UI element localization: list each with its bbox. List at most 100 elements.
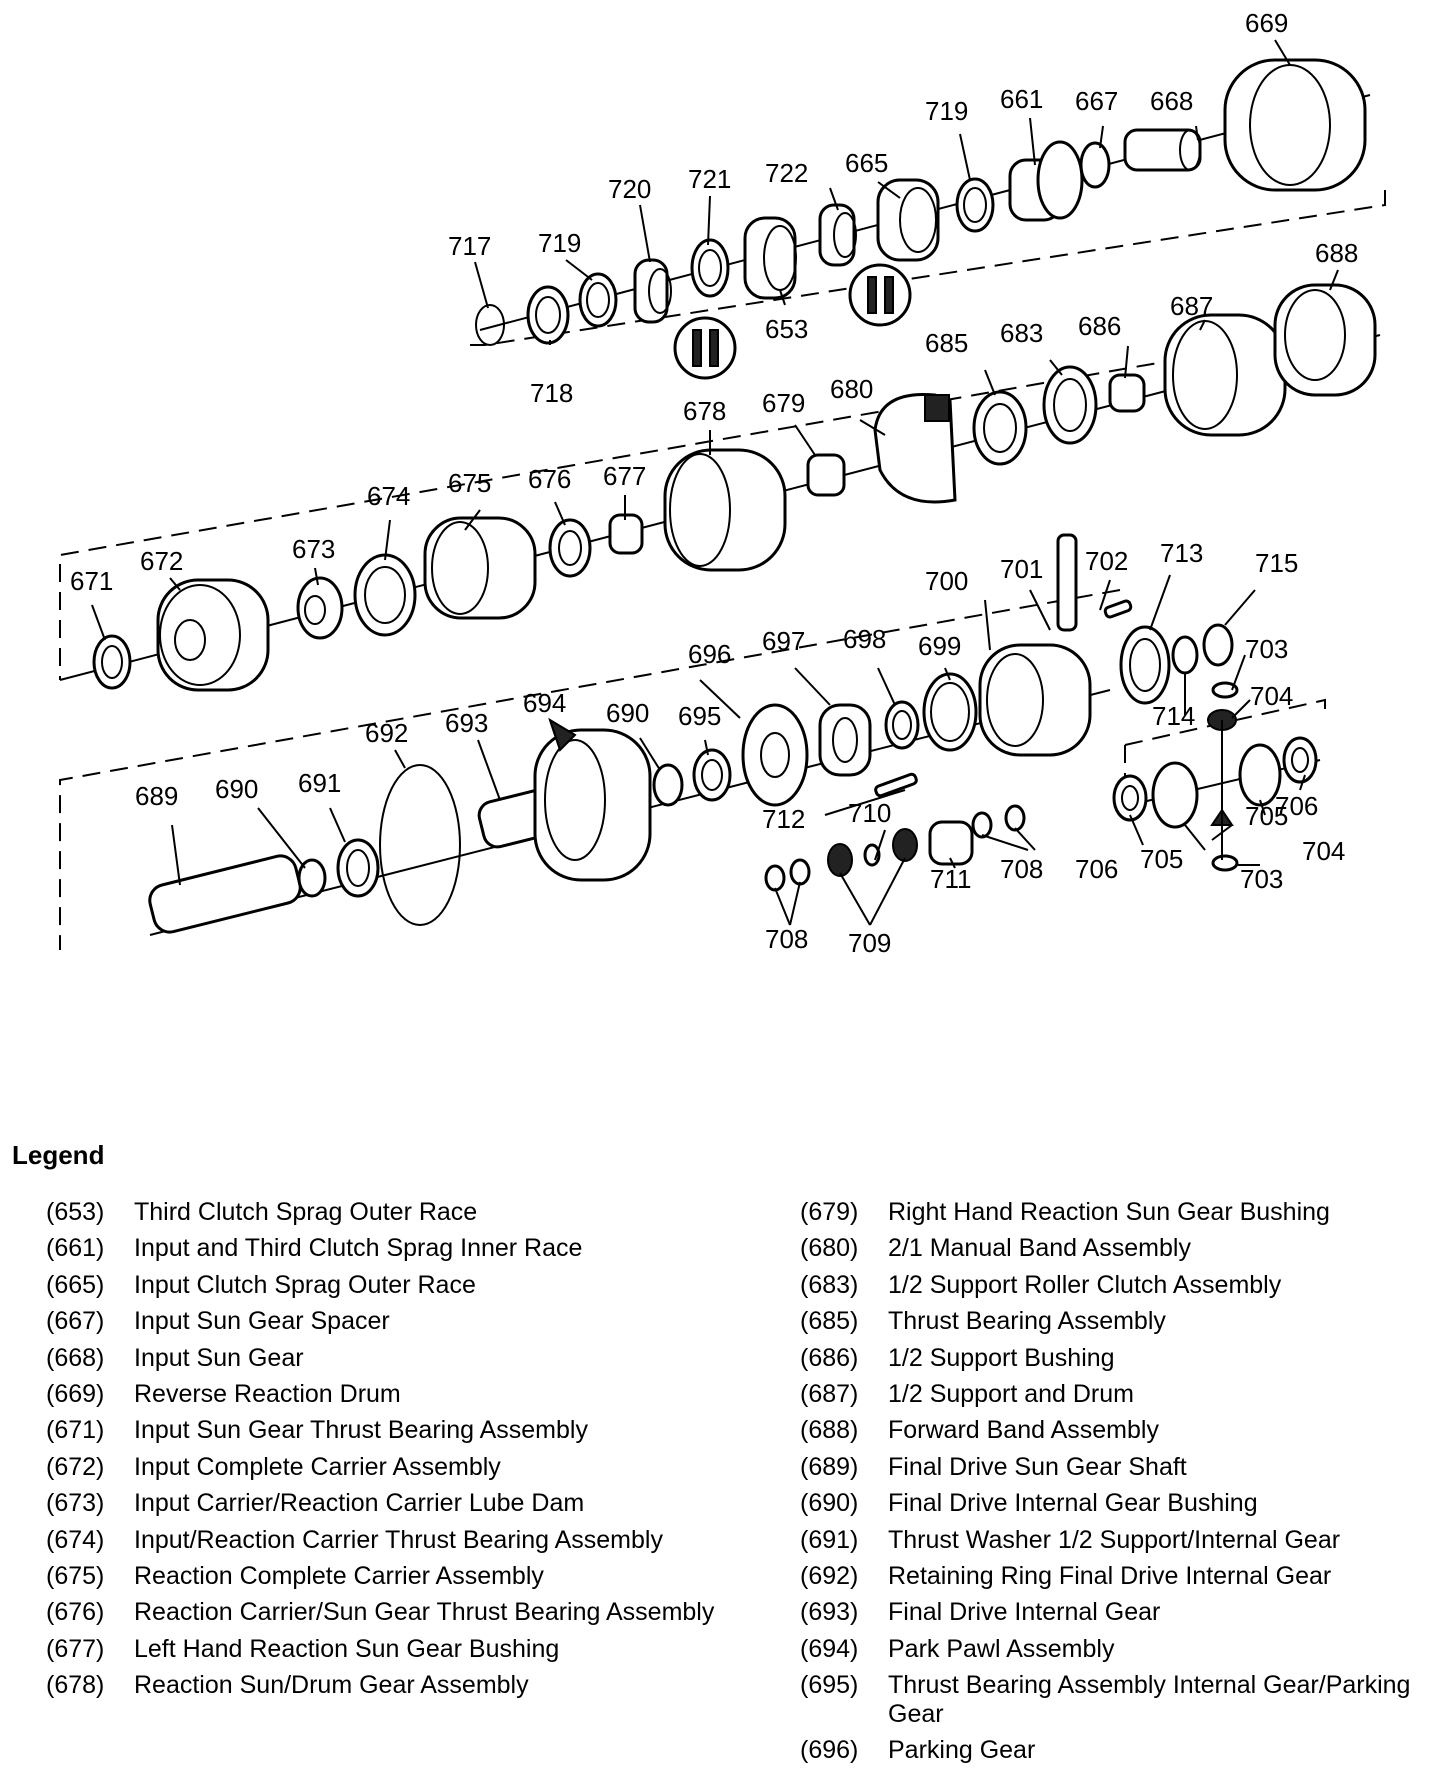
legend-part-number: (669) [46, 1379, 105, 1408]
part-708d-shape [1004, 804, 1026, 832]
legend-item: (695)Thrust Bearing Assembly Internal Ge… [800, 1671, 1440, 1729]
legend-item: (678)Reaction Sun/Drum Gear Assembly [46, 1671, 726, 1700]
callout-709: 709 [848, 928, 891, 958]
legend-part-description: Forward Band Assembly [888, 1416, 1159, 1445]
callout-671: 671 [70, 566, 113, 596]
legend-part-number: (653) [46, 1198, 105, 1226]
legend-part-description: Input Sun Gear [134, 1343, 304, 1372]
legend-part-description: Input Clutch Sprag Outer Race [134, 1270, 476, 1299]
callout-683: 683 [1000, 318, 1043, 348]
callout-692: 692 [365, 718, 408, 748]
part-678-shape [663, 448, 787, 572]
legend-part-description: 1/2 Support and Drum [888, 1379, 1134, 1408]
legend-item: (687)1/2 Support and Drum [800, 1380, 1440, 1409]
callout-677: 677 [603, 461, 646, 491]
legend-item: (665)Input Clutch Sprag Outer Race [46, 1271, 726, 1300]
callout-704-bottom: 704 [1302, 836, 1345, 866]
part-722-detail [848, 263, 912, 327]
callout-679: 679 [762, 388, 805, 418]
part-675-shape [423, 516, 537, 620]
callout-718: 718 [530, 378, 573, 408]
callout-690: 690 [215, 774, 258, 804]
legend-part-description: Final Drive Sun Gear Shaft [888, 1452, 1187, 1481]
callout-leaders-row3 [171, 574, 1306, 926]
legend-part-description: 2/1 Manual Band Assembly [888, 1234, 1191, 1263]
part-719-shape [578, 272, 618, 328]
legend-part-description: Input Sun Gear Thrust Bearing Assembly [134, 1416, 588, 1445]
legend-item: (691)Thrust Washer 1/2 Support/Internal … [800, 1526, 1440, 1555]
part-715-shape [1202, 623, 1234, 667]
part-686-shape [1108, 373, 1146, 413]
part-callouts: 669 661 667 668 719 665 722 721 720 717 … [70, 8, 1358, 958]
legend-part-description: Parking Gear [888, 1736, 1036, 1765]
legend-item: (696)Parking Gear [800, 1736, 1440, 1765]
part-672-shape [156, 578, 270, 692]
part-705a-shape [1151, 761, 1199, 829]
legend-part-description: Input/Reaction Carrier Thrust Bearing As… [134, 1525, 663, 1554]
legend-part-description: Thrust Bearing Assembly Internal Gear/Pa… [888, 1671, 1411, 1729]
callout-710: 710 [848, 798, 891, 828]
legend-part-number: (685) [800, 1307, 859, 1336]
legend-part-description: Final Drive Internal Gear [888, 1598, 1161, 1627]
legend-part-number: (673) [46, 1489, 105, 1518]
callout-697: 697 [762, 626, 805, 656]
legend-part-number: (667) [46, 1307, 105, 1336]
legend-item: (692)Retaining Ring Final Drive Internal… [800, 1562, 1440, 1591]
part-703a-shape [1211, 681, 1239, 699]
part-700-shape [978, 643, 1092, 757]
legend-item: (676)Reaction Carrier/Sun Gear Thrust Be… [46, 1598, 726, 1627]
part-692-shape [379, 764, 461, 926]
callout-665: 665 [845, 148, 888, 178]
callout-699: 699 [918, 631, 961, 661]
callout-668: 668 [1150, 86, 1193, 116]
part-703b-shape [1211, 854, 1239, 872]
callout-704-top: 704 [1250, 681, 1293, 711]
part-683-shape [1042, 365, 1098, 445]
callout-694: 694 [523, 688, 566, 718]
legend-item: (672)Input Complete Carrier Assembly [46, 1453, 726, 1482]
legend-part-number: (678) [46, 1671, 105, 1700]
callout-705-left: 705 [1140, 844, 1183, 874]
legend-part-description: Input and Third Clutch Sprag Inner Race [134, 1234, 583, 1263]
callout-696: 696 [688, 639, 731, 669]
part-718-shape [526, 285, 570, 345]
part-721-shape [690, 238, 730, 298]
callout-698: 698 [843, 624, 886, 654]
part-720-shape [633, 258, 669, 324]
callout-673: 673 [292, 534, 335, 564]
legend-part-description: Park Pawl Assembly [888, 1634, 1115, 1663]
part-711-shape [928, 820, 974, 866]
callout-686: 686 [1078, 311, 1121, 341]
part-696-shape [741, 703, 809, 807]
row2-parts [92, 283, 1377, 692]
callout-703-top: 703 [1245, 634, 1288, 664]
legend-item: (680) 2/1 Manual Band Assembly [800, 1234, 1440, 1263]
legend-part-number: (693) [800, 1598, 859, 1627]
part-705b-shape [1238, 743, 1282, 807]
legend-item: (677)Left Hand Reaction Sun Gear Bushing [46, 1635, 726, 1664]
callout-678: 678 [683, 396, 726, 426]
legend-part-description: Third Clutch Sprag Outer Race [134, 1198, 478, 1226]
legend-part-number: (686) [800, 1343, 859, 1372]
callout-690-mid: 690 [606, 698, 649, 728]
legend-item: (675)Reaction Complete Carrier Assembly [46, 1562, 726, 1591]
callout-695: 695 [678, 701, 721, 731]
legend-item: (683)1/2 Support Roller Clutch Assembly [800, 1271, 1440, 1300]
part-691-shape [336, 838, 380, 898]
part-714-shape [1171, 635, 1199, 675]
legend-part-description: Thrust Washer 1/2 Support/Internal Gear [888, 1525, 1341, 1554]
part-668-shape [1123, 128, 1202, 172]
legend-item: (667)Input Sun Gear Spacer [46, 1307, 726, 1336]
callout-680: 680 [830, 374, 873, 404]
legend-left-column: (653) Third Clutch Sprag Outer Race (661)I… [46, 1198, 726, 1707]
legend-part-number: (680) [800, 1234, 859, 1263]
callout-721: 721 [688, 164, 731, 194]
legend-part-number: (672) [46, 1452, 105, 1481]
legend-item: (679)Right Hand Reaction Sun Gear Bushin… [800, 1198, 1440, 1227]
part-679-shape [806, 453, 846, 497]
part-697-shape [818, 703, 872, 777]
callout-708-right: 708 [1000, 854, 1043, 884]
legend-right-column: (679)Right Hand Reaction Sun Gear Bushin… [800, 1198, 1440, 1773]
legend-part-description: Reaction Complete Carrier Assembly [134, 1561, 544, 1590]
legend-item: (661)Input and Third Clutch Sprag Inner … [46, 1234, 726, 1263]
